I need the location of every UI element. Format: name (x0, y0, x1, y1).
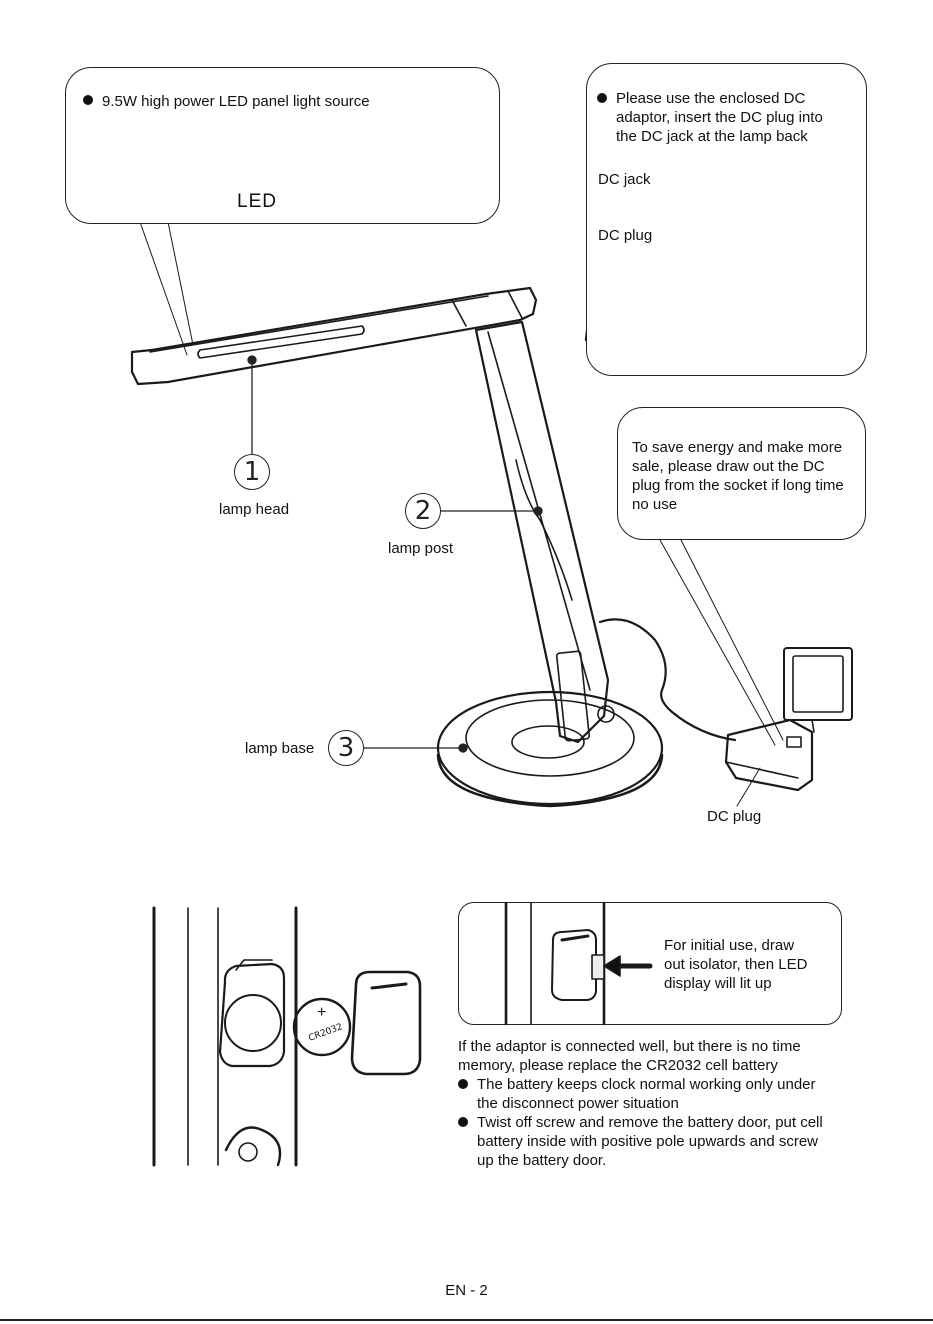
led-source-text: 9.5W high power LED panel light source (83, 92, 370, 111)
dc-plug-top-label: DC plug (598, 227, 653, 244)
battery-bullet2-2: battery inside with positive pole upward… (477, 1133, 819, 1150)
energy-line-2: sale, please draw out the DC (632, 458, 825, 475)
adaptor-line-1: Please use the enclosed DC (616, 90, 806, 107)
page-number: EN - 2 (445, 1282, 488, 1299)
isolator-line-2: out isolator, then LED (664, 956, 808, 973)
coin-plus-sign: + (317, 1004, 327, 1021)
bottom-rule (0, 1319, 933, 1321)
lamp-post-label: lamp post (388, 540, 454, 557)
part-number-2: 2 (405, 493, 441, 529)
lamp-head-drawing (130, 286, 538, 386)
adaptor-line-2: adaptor, insert the DC plug into (616, 109, 823, 126)
dc-plug-bottom-label: DC plug (707, 808, 762, 825)
battery-compartment-drawing (152, 906, 422, 1167)
part-number-3: 3 (328, 730, 364, 766)
lamp-base-label: lamp base (245, 740, 315, 757)
adaptor-callout-bubble (586, 63, 867, 376)
isolator-tip: For initial use, draw out isolator, then… (664, 936, 807, 993)
adaptor-drawing (724, 647, 853, 792)
battery-bullet1-2: the disconnect power situation (477, 1095, 679, 1112)
energy-tip: To save energy and make more sale, pleas… (632, 438, 844, 514)
battery-intro-1: If the adaptor is connected well, but th… (458, 1038, 801, 1055)
isolator-line-3: display will lit up (664, 975, 772, 992)
adaptor-line-3: the DC jack at the lamp back (616, 128, 808, 145)
battery-instructions: If the adaptor is connected well, but th… (458, 1037, 858, 1170)
energy-line-3: plug from the socket if long time (632, 477, 844, 494)
energy-line-4: no use (632, 496, 678, 513)
led-label: LED (237, 191, 277, 212)
part-number-1: 1 (234, 454, 270, 490)
adaptor-instructions: Please use the enclosed DC adaptor, inse… (597, 89, 823, 146)
battery-bullet2-1: Twist off screw and remove the battery d… (477, 1114, 823, 1131)
energy-line-1: To save energy and make more (632, 439, 843, 456)
battery-intro-2: memory, please replace the CR2032 cell b… (458, 1057, 778, 1074)
isolator-closeup (504, 901, 653, 1026)
battery-bullet1-1: The battery keeps clock normal working o… (477, 1076, 816, 1093)
isolator-callout-bubble (458, 902, 842, 1025)
led-source-label: 9.5W high power LED panel light source (102, 93, 370, 110)
lamp-head-label: lamp head (219, 501, 290, 518)
isolator-line-1: For initial use, draw (664, 937, 795, 954)
battery-bullet2-3: up the battery door. (477, 1152, 607, 1169)
led-callout-bubble (65, 67, 500, 224)
energy-callout-bubble (617, 407, 866, 540)
dc-jack-label: DC jack (598, 171, 651, 188)
